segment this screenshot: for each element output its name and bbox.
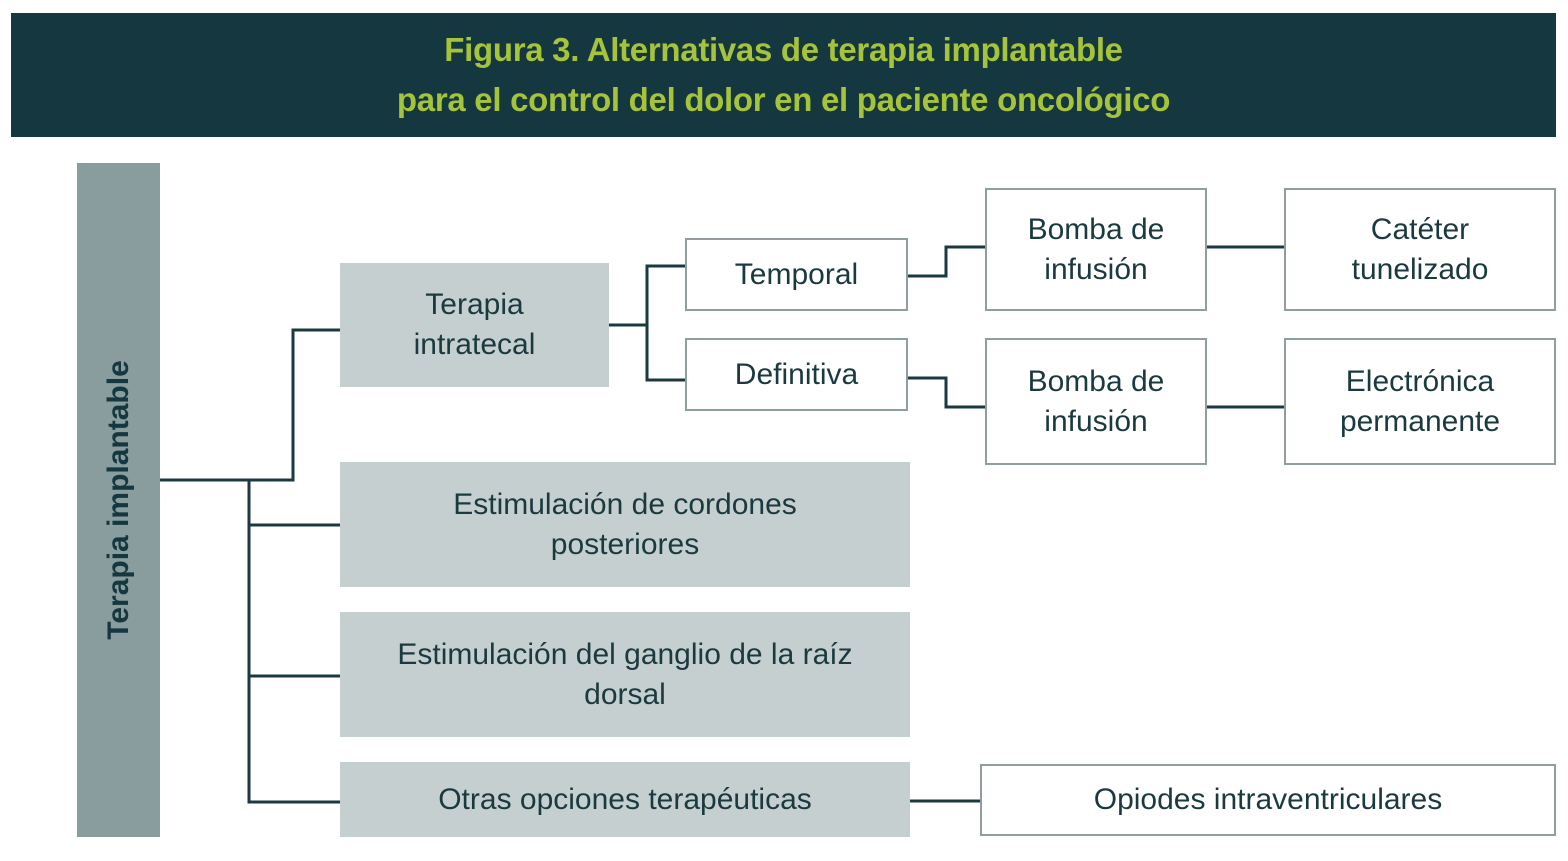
node-otras-opciones: Otras opciones terapéuticas [340, 762, 910, 837]
node-cateter-tunelizado: Catéter tunelizado [1284, 188, 1556, 311]
figure-title-line1: Figura 3. Alternativas de terapia implan… [444, 31, 1123, 68]
connector-temporal-bomba [908, 245, 985, 278]
connector-root-trunk [247, 480, 340, 804]
node-definitiva: Definitiva [685, 338, 908, 411]
node-temporal: Temporal [685, 238, 908, 311]
node-electronica-permanente: Electrónica permanente [1284, 338, 1556, 465]
figure-header: Figura 3. Alternativas de terapia implan… [11, 13, 1556, 137]
connector-temporal [645, 264, 685, 382]
node-estimulacion-ganglio: Estimulación del ganglio de la raíz dors… [340, 612, 910, 737]
figure-title-line2: para el control del dolor en el paciente… [396, 81, 1171, 118]
node-bomba-infusion-definitiva: Bomba de infusión [985, 338, 1207, 465]
node-terapia-intratecal: Terapia intratecal [340, 263, 609, 387]
node-estimulacion-cordones: Estimulación de cordones posteriores [340, 462, 910, 587]
node-bomba-infusion-temporal: Bomba de infusión [985, 188, 1207, 311]
connector-definitiva-bomba [908, 376, 985, 409]
node-opiodes-intraventriculares: Opiodes intraventriculares [980, 764, 1556, 836]
root-node: Terapia implantable [77, 163, 160, 837]
connector-root-intratecal [160, 328, 340, 482]
